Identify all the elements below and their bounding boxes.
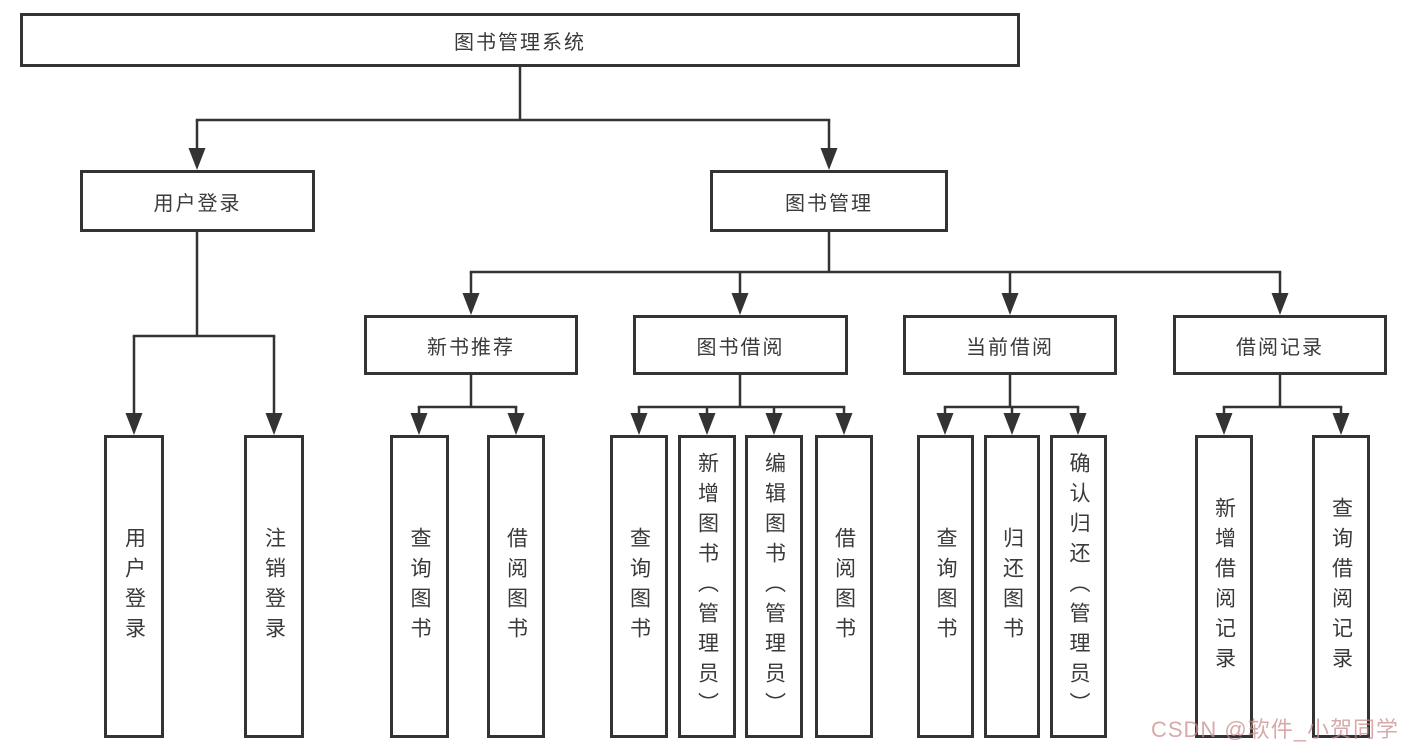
node-book-management: 图书管理 (710, 170, 948, 232)
leaf-add-borrow-record: 新增借阅记录 (1195, 435, 1253, 738)
node-user-login: 用户登录 (80, 170, 315, 232)
csdn-watermark: CSDN @软件_小贺同学 (1150, 717, 1399, 742)
node-borrow-records: 借阅记录 (1173, 315, 1387, 375)
leaf-query-books-current: 查询图书 (917, 435, 974, 738)
leaf-user-login: 用户登录 (104, 435, 164, 738)
leaf-query-books-recommend: 查询图书 (390, 435, 449, 738)
node-new-book-recommend: 新书推荐 (364, 315, 578, 375)
leaf-edit-book-admin: 编辑图书（管理员） (745, 435, 803, 738)
leaf-logout: 注销登录 (244, 435, 304, 738)
node-book-borrow: 图书借阅 (633, 315, 848, 375)
node-library-management-system: 图书管理系统 (20, 13, 1020, 67)
leaf-confirm-return-admin: 确认归还（管理员） (1050, 435, 1107, 738)
leaf-query-borrow-record: 查询借阅记录 (1312, 435, 1370, 738)
leaf-return-books: 归还图书 (984, 435, 1040, 738)
leaf-query-books-borrow: 查询图书 (610, 435, 668, 738)
leaf-add-book-admin: 新增图书（管理员） (678, 435, 736, 738)
leaf-borrow-books: 借阅图书 (815, 435, 873, 738)
leaf-borrow-books-recommend: 借阅图书 (487, 435, 545, 738)
node-current-borrow: 当前借阅 (903, 315, 1117, 375)
